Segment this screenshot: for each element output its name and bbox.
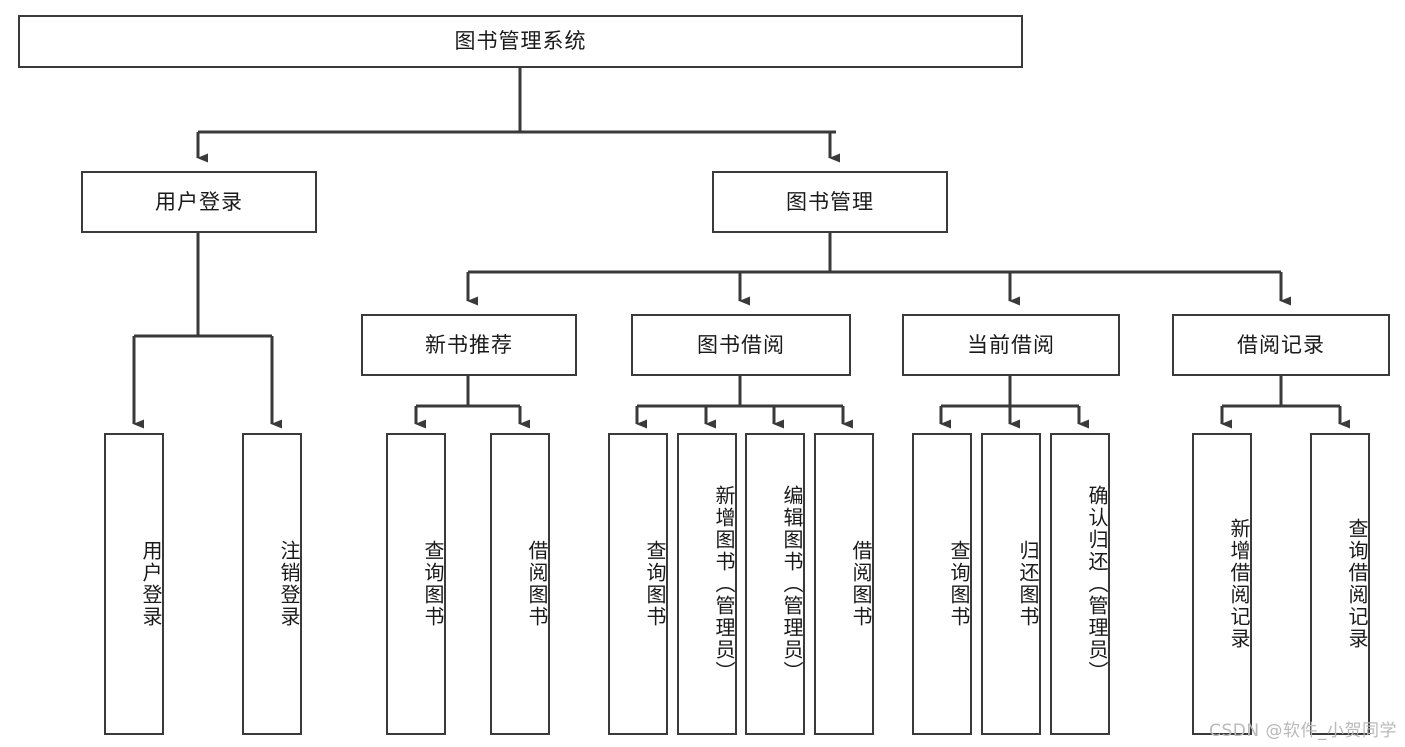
node-user-login[interactable]: 用户登录	[81, 171, 317, 233]
leaf-book-borrow-add[interactable]: 新增图书（管理员）	[677, 433, 737, 735]
node-label: 借阅图书	[849, 540, 873, 628]
node-label: 借阅记录	[1237, 332, 1325, 357]
leaf-current-borrow-return[interactable]: 归还图书	[981, 433, 1041, 735]
leaf-book-borrow-query[interactable]: 查询图书	[608, 433, 668, 735]
node-book-borrow[interactable]: 图书借阅	[631, 314, 851, 376]
node-label: 图书管理	[786, 189, 874, 214]
node-label: 用户登录	[139, 540, 163, 628]
leaf-borrow-record-add[interactable]: 新增借阅记录	[1192, 433, 1252, 735]
leaf-current-borrow-query[interactable]: 查询图书	[912, 433, 972, 735]
leaf-borrow-record-query[interactable]: 查询借阅记录	[1310, 433, 1370, 735]
node-label: 查询图书	[643, 540, 667, 628]
node-current-borrow[interactable]: 当前借阅	[902, 314, 1120, 376]
leaf-user-login-login[interactable]: 用户登录	[104, 433, 164, 735]
watermark: CSDN @软件_小贺同学	[1209, 721, 1397, 741]
leaf-book-borrow-edit[interactable]: 编辑图书（管理员）	[745, 433, 805, 735]
node-label: 新增图书（管理员）	[712, 485, 736, 683]
node-label: 借阅图书	[525, 540, 549, 628]
node-label: 查询图书	[947, 540, 971, 628]
node-book-management[interactable]: 图书管理	[712, 171, 948, 233]
node-label: 新书推荐	[425, 332, 513, 357]
node-label: 图书借阅	[697, 332, 785, 357]
leaf-new-book-query[interactable]: 查询图书	[386, 433, 446, 735]
node-label: 图书管理系统	[454, 29, 587, 54]
node-root-system[interactable]: 图书管理系统	[18, 15, 1023, 68]
leaf-new-book-borrow[interactable]: 借阅图书	[490, 433, 550, 735]
node-label: 归还图书	[1016, 540, 1040, 628]
node-label: 查询图书	[421, 540, 445, 628]
node-label: 当前借阅	[967, 332, 1055, 357]
node-label: 新增借阅记录	[1227, 518, 1251, 650]
node-label: 查询借阅记录	[1345, 518, 1369, 650]
leaf-current-borrow-confirm-return[interactable]: 确认归还（管理员）	[1050, 433, 1110, 735]
node-label: 编辑图书（管理员）	[780, 485, 804, 683]
node-new-book-recommend[interactable]: 新书推荐	[361, 314, 577, 376]
leaf-user-login-logout[interactable]: 注销登录	[242, 433, 302, 735]
node-borrow-record[interactable]: 借阅记录	[1172, 314, 1390, 376]
leaf-book-borrow-borrow[interactable]: 借阅图书	[814, 433, 874, 735]
node-label: 注销登录	[277, 540, 301, 628]
node-label: 用户登录	[155, 189, 243, 214]
node-label: 确认归还（管理员）	[1085, 485, 1109, 683]
